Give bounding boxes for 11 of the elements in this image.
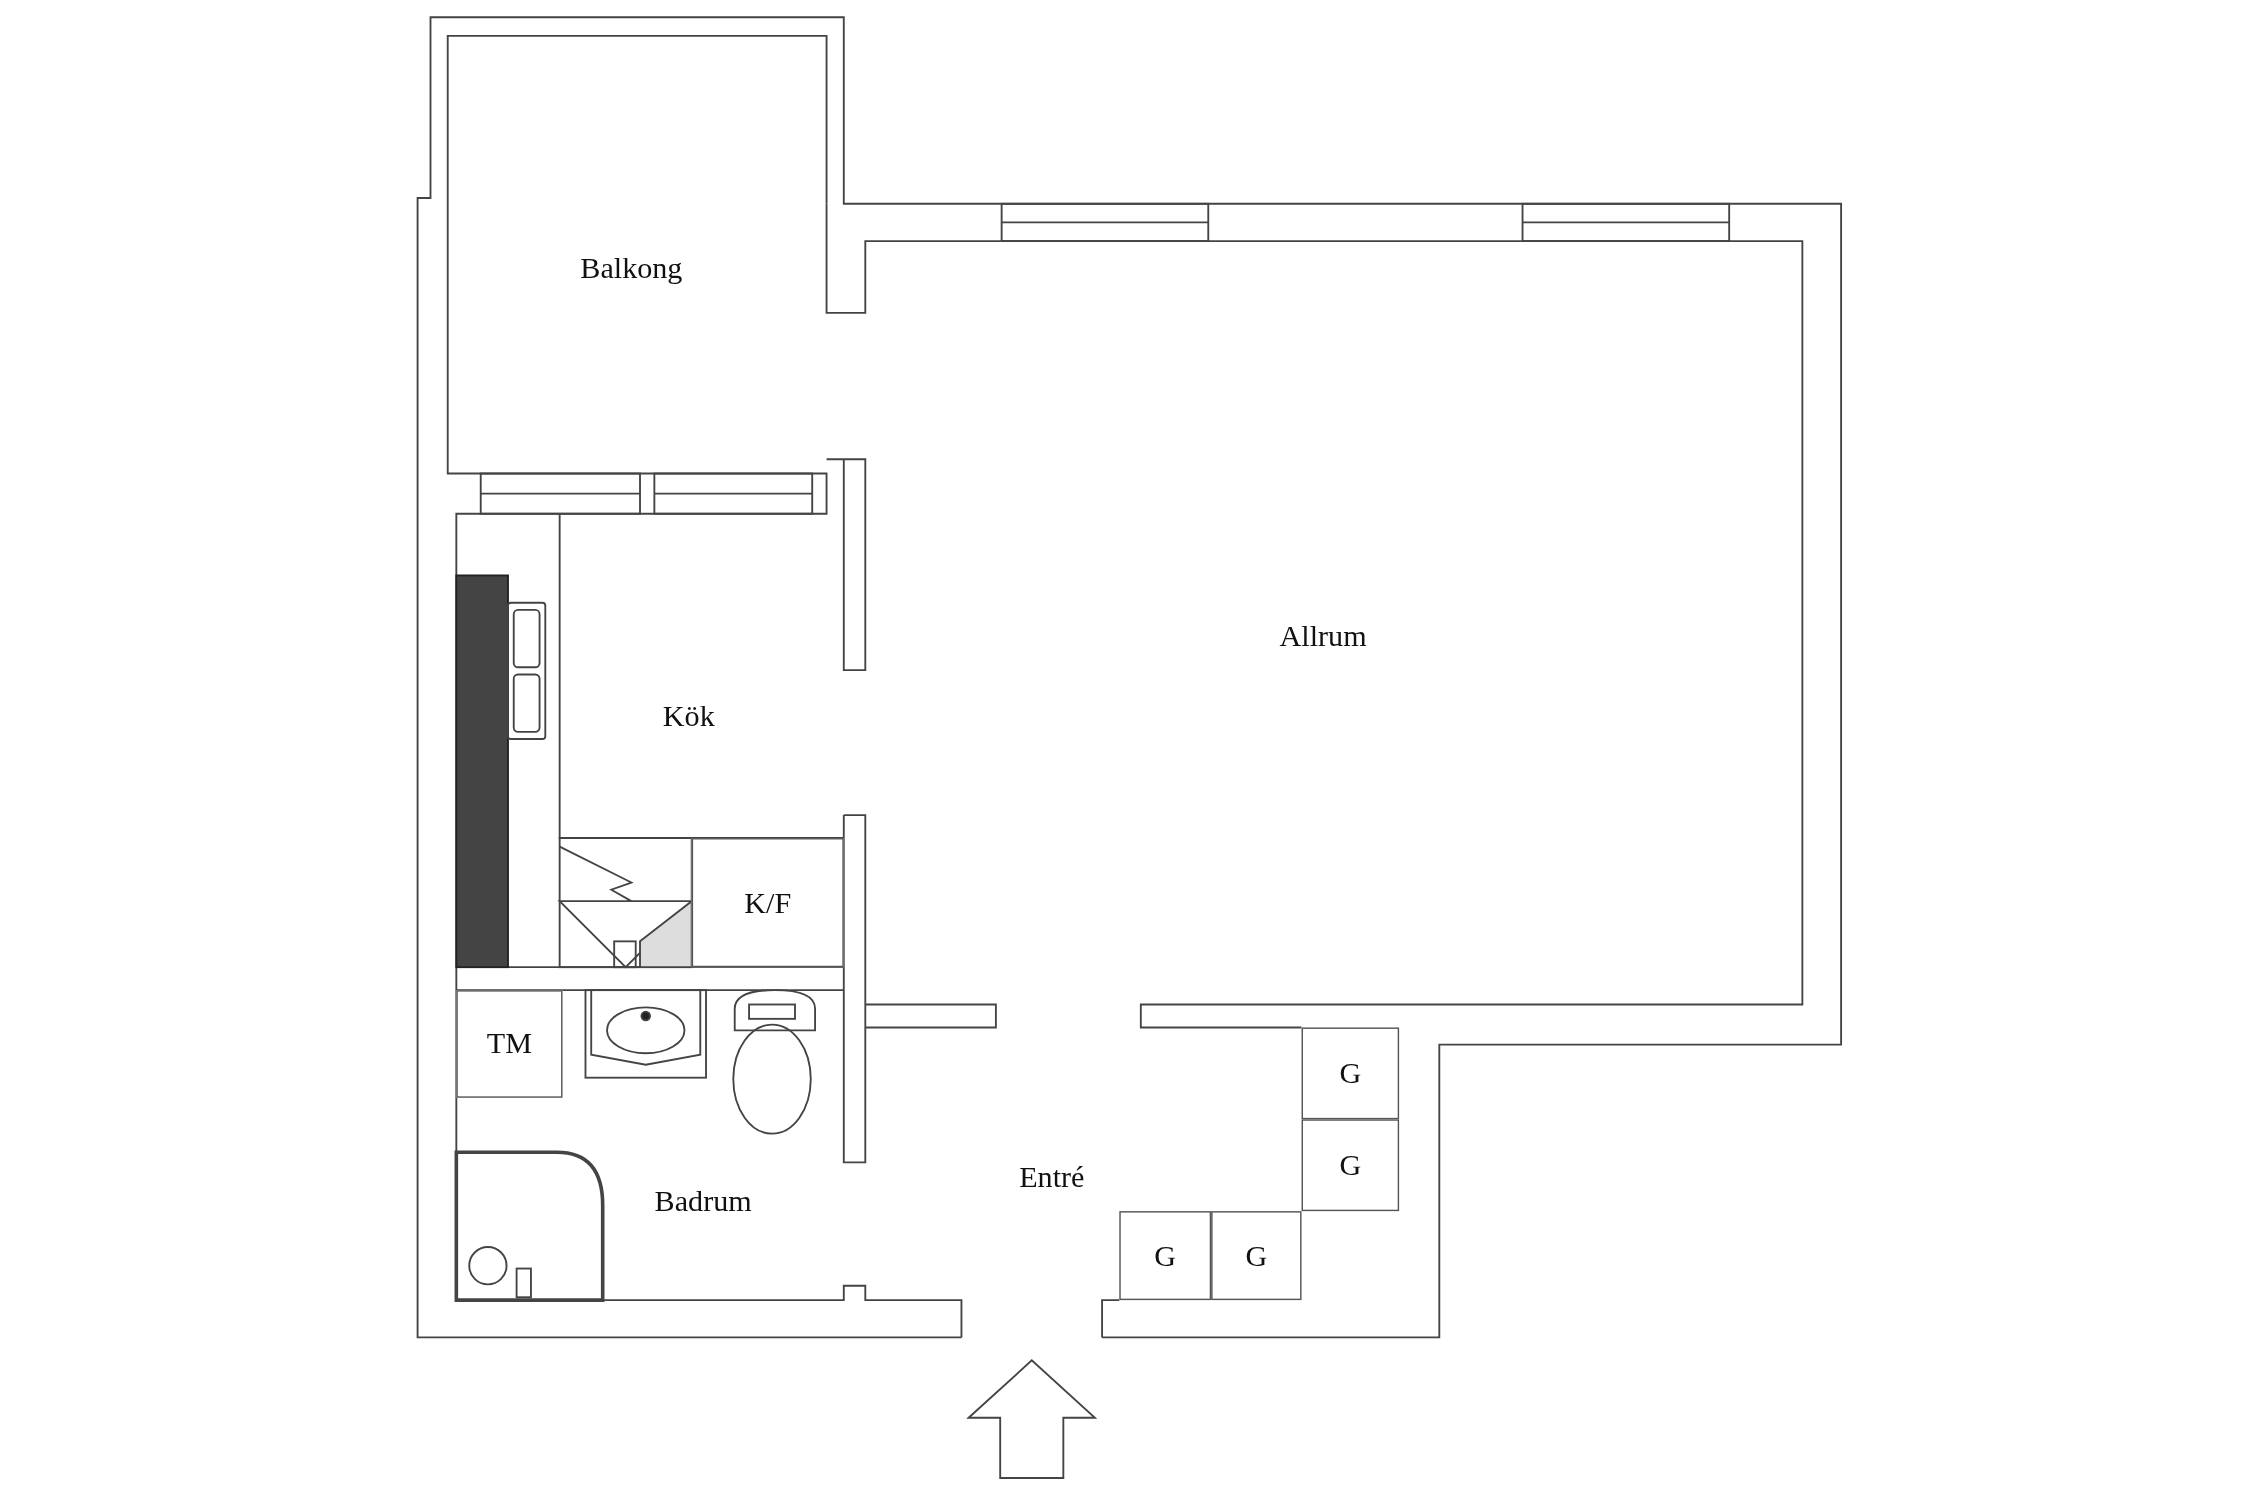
room-label: Allrum (1236, 611, 1410, 661)
room-label: Balkong (545, 243, 718, 293)
wardrobe-box: G (1301, 1119, 1400, 1212)
room-label: Badrum (617, 1176, 790, 1226)
room-label: Entré (980, 1152, 1124, 1202)
fridge-freezer-box: K/F (691, 838, 844, 968)
wardrobe-box: G (1119, 1211, 1212, 1301)
appliance-box: TM (456, 990, 563, 1098)
room-label: Kök (631, 691, 747, 741)
wardrobe-box: G (1211, 1211, 1302, 1301)
wardrobe-box: G (1301, 1027, 1400, 1120)
